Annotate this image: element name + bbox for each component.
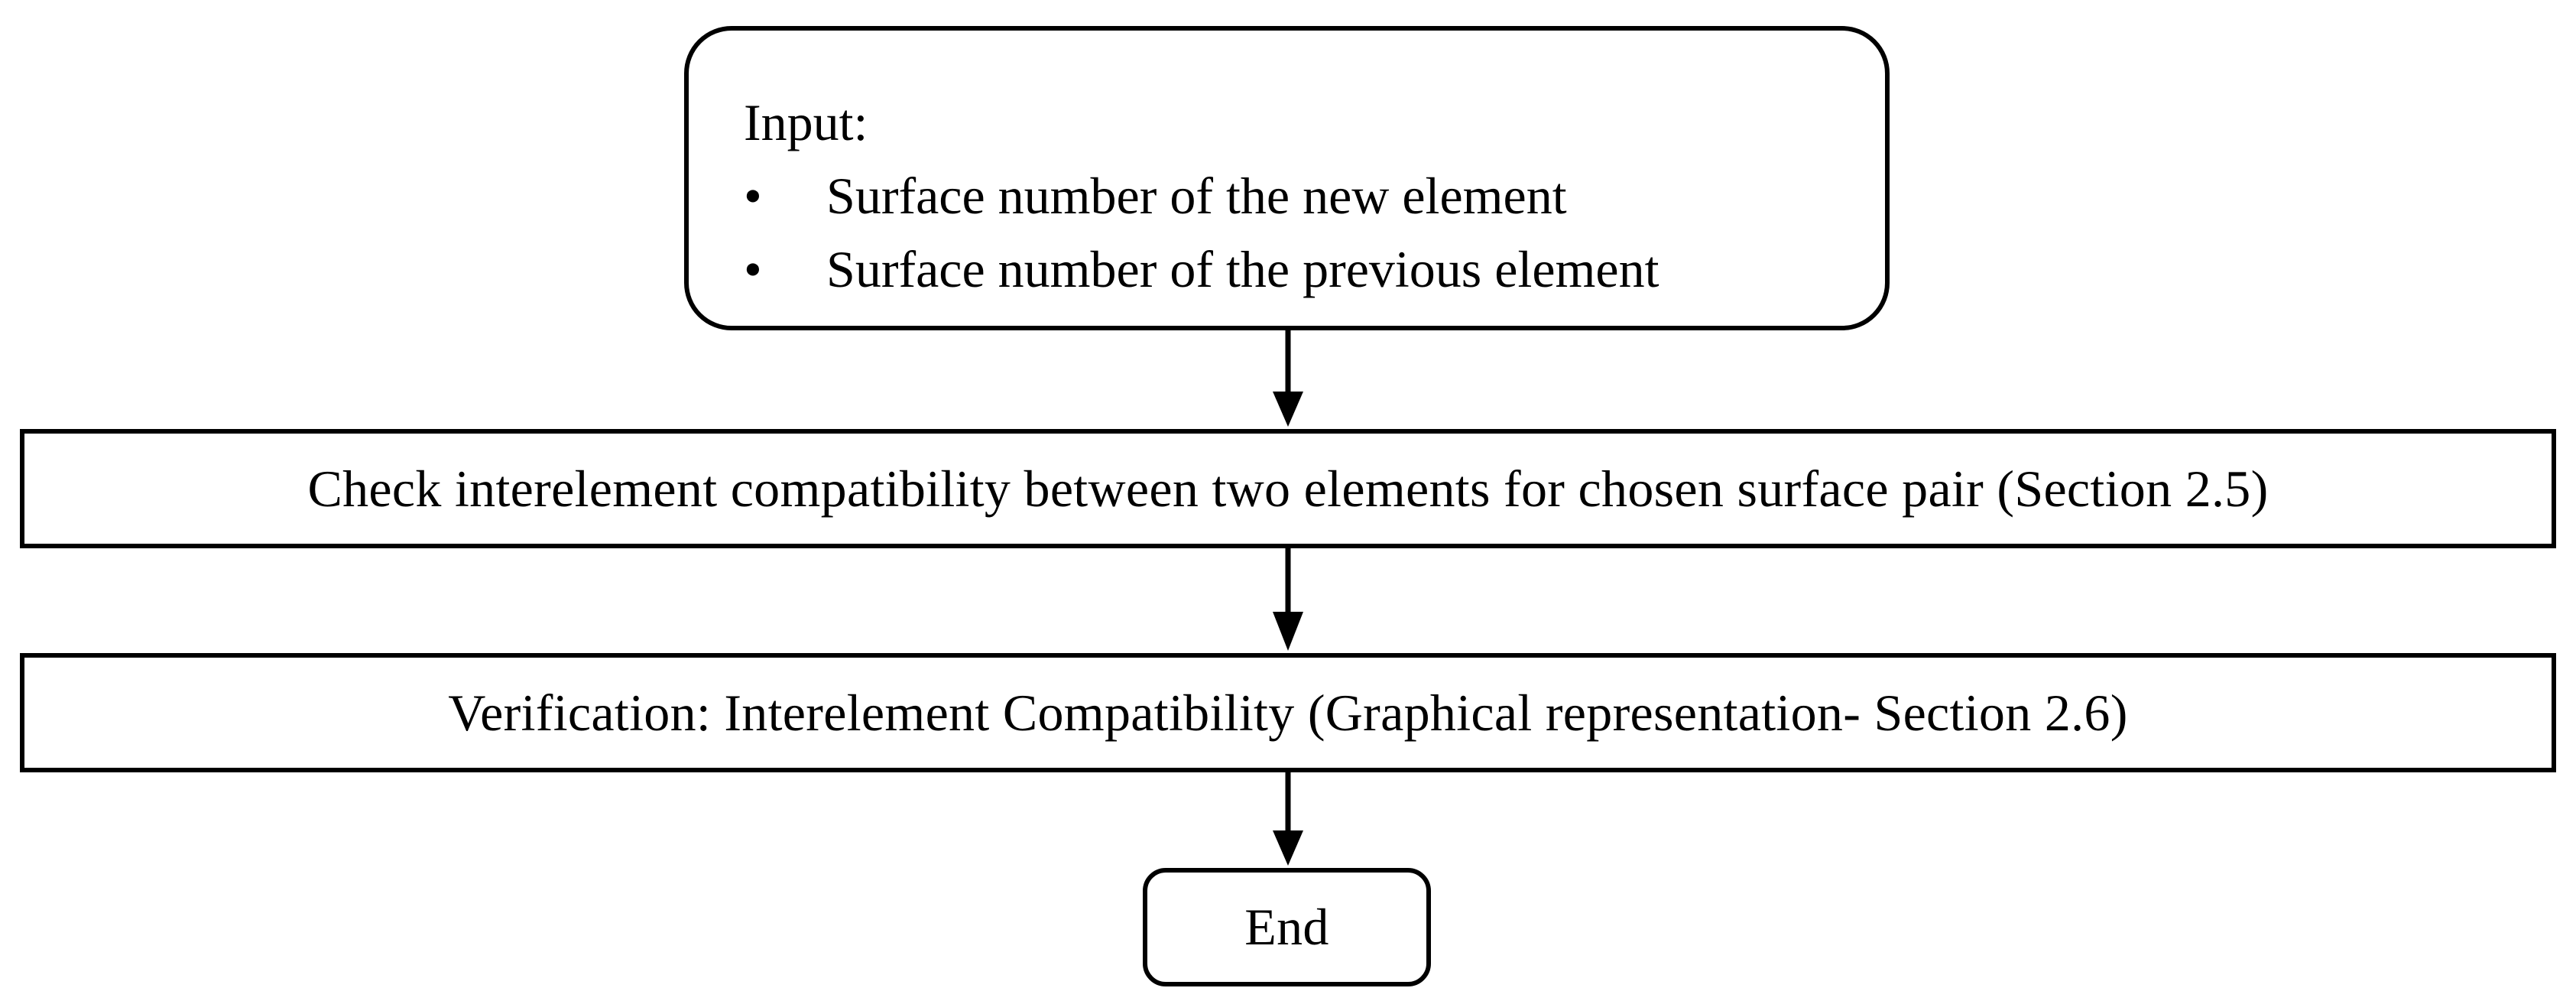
check-compatibility-label: Check interelement compatibility between… (307, 459, 2269, 518)
end-label: End (1244, 898, 1329, 956)
end-node: End (1143, 868, 1431, 986)
bullet-icon: • (744, 240, 762, 298)
input-heading: Input: (744, 93, 868, 151)
input-node-content: Input: • Surface number of the new eleme… (744, 86, 1659, 306)
verification-label: Verification: Interelement Compatibility… (448, 683, 2128, 742)
check-compatibility-node: Check interelement compatibility between… (20, 429, 2556, 548)
input-node: Input: • Surface number of the new eleme… (684, 26, 1890, 330)
input-item-text: Surface number of the new element (826, 167, 1567, 225)
input-list-item: • Surface number of the new element (744, 159, 1659, 232)
arrow-verification-to-end (1273, 772, 1303, 866)
arrow-check-to-verification (1273, 548, 1303, 651)
verification-node: Verification: Interelement Compatibility… (20, 653, 2556, 772)
bullet-icon: • (744, 167, 762, 225)
arrow-input-to-check (1273, 330, 1303, 427)
input-item-text: Surface number of the previous element (826, 240, 1659, 298)
input-list-item: • Surface number of the previous element (744, 232, 1659, 306)
